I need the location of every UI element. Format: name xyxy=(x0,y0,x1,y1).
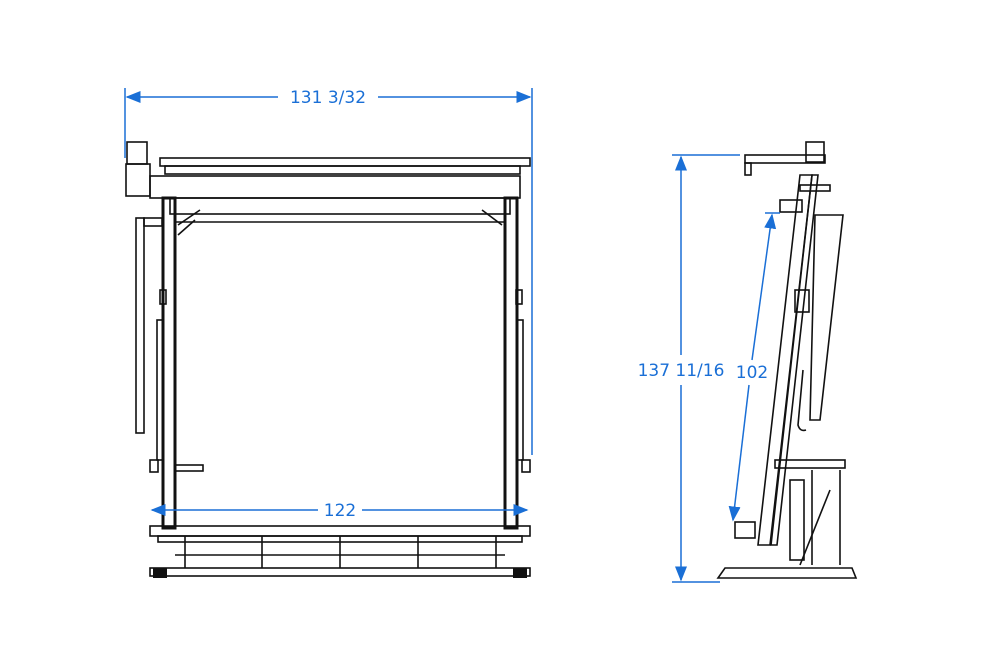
dimension-height-side: 137 11/16 xyxy=(638,154,740,583)
left-post xyxy=(161,196,177,530)
right-post xyxy=(503,196,519,530)
dimension-label: 131 3/32 xyxy=(290,88,366,108)
dimension-length-side: 102 xyxy=(728,212,780,522)
dimension-width-front: 131 3/32 xyxy=(124,88,533,455)
dimension-label: 122 xyxy=(324,501,356,521)
dimension-inner-width-front: 122 xyxy=(150,501,529,521)
dimension-label: 102 xyxy=(736,363,768,383)
dimension-label: 137 11/16 xyxy=(638,361,725,381)
side-view xyxy=(716,141,858,579)
motor-icon xyxy=(126,141,148,165)
front-view xyxy=(125,141,531,578)
